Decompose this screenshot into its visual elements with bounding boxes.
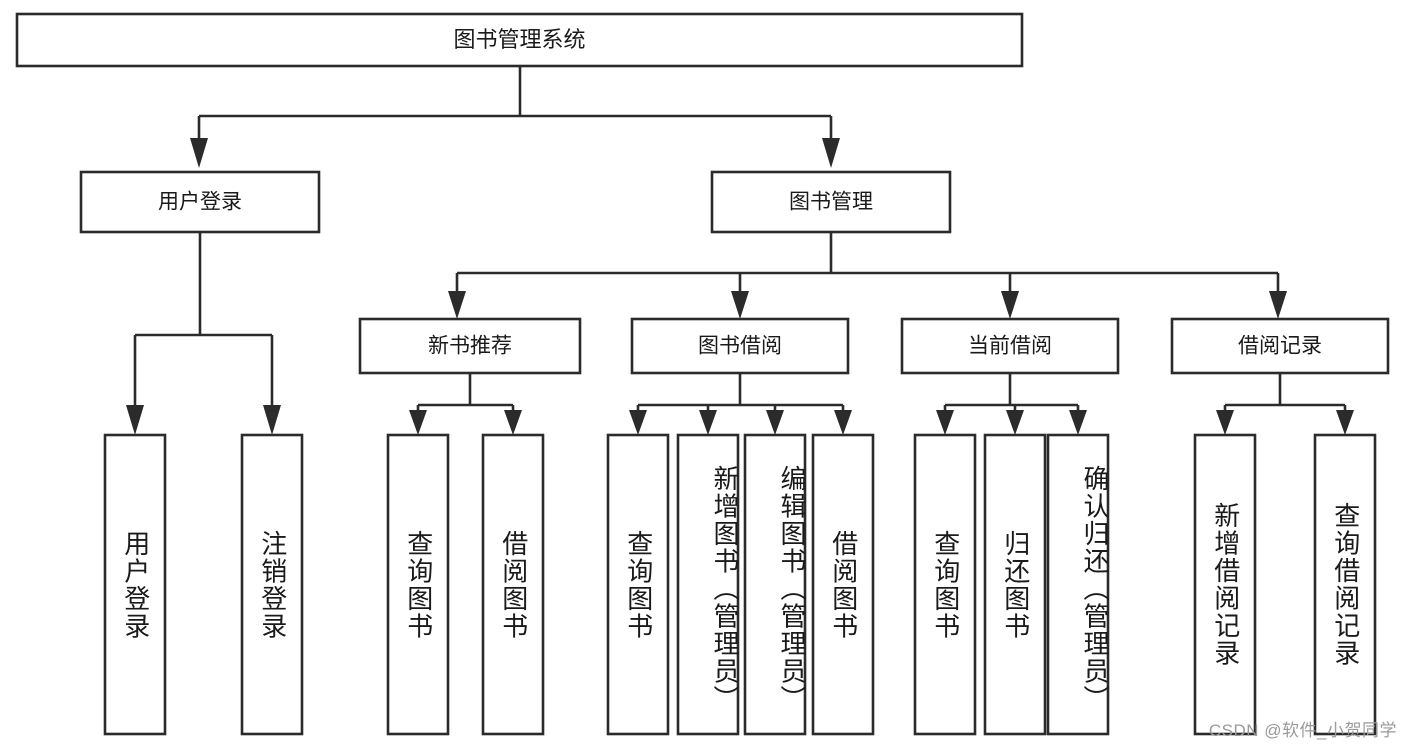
node-new-book-recommend-box: [358, 317, 582, 375]
node-new-book-recommend[interactable]: 新书推荐: [358, 317, 582, 375]
node-root[interactable]: 图书管理系统: [15, 12, 1024, 68]
node-book-borrow[interactable]: 图书借阅: [630, 317, 850, 375]
node-user-login-box: [79, 170, 321, 234]
leaf-box-add-borrow-record[interactable]: [1193, 433, 1257, 736]
connector-new-book-recommend-to-leaves: [409, 373, 522, 435]
leaf-box-query-book-recommend[interactable]: [386, 433, 450, 736]
connector-user-login-to-leaves: [126, 232, 281, 435]
connector-book-borrow-to-leaves: [629, 373, 852, 435]
leaf-box-borrow-book-recommend[interactable]: [481, 433, 545, 736]
node-root-label: 图书管理系统: [453, 27, 585, 52]
node-user-login[interactable]: 用户登录: [79, 170, 321, 234]
node-new-book-recommend-label: 新书推荐: [428, 335, 512, 358]
node-current-borrow-box: [900, 317, 1120, 375]
node-book-management-label: 图书管理: [789, 191, 873, 214]
connector-borrow-record-to-leaves: [1216, 373, 1354, 435]
connector-book-management-to-level2: [448, 232, 1287, 319]
leaf-box-edit-book-admin[interactable]: [743, 433, 807, 736]
watermark-text: CSDN @软件_小贺同学: [1208, 721, 1397, 740]
node-borrow-record[interactable]: 借阅记录: [1170, 317, 1390, 375]
leaf-box-query-book-current[interactable]: [913, 433, 977, 736]
leaf-box-add-book-admin[interactable]: [676, 433, 740, 736]
connector-root-to-level1: [190, 66, 840, 168]
connector-current-borrow-to-leaves: [936, 373, 1087, 435]
node-current-borrow-label: 当前借阅: [968, 335, 1052, 358]
leaf-box-logout[interactable]: [240, 433, 304, 736]
leaf-box-user-login[interactable]: [103, 433, 167, 736]
node-root-box: [15, 12, 1024, 68]
leaf-box-return-book[interactable]: [983, 433, 1047, 736]
node-current-borrow[interactable]: 当前借阅: [900, 317, 1120, 375]
leaf-box-confirm-return-admin[interactable]: [1046, 433, 1110, 736]
node-borrow-record-label: 借阅记录: [1238, 335, 1322, 358]
leaf-box-query-book-borrow[interactable]: [606, 433, 670, 736]
node-user-login-label: 用户登录: [158, 191, 242, 214]
leaf-box-query-borrow-record[interactable]: [1313, 433, 1377, 736]
node-book-borrow-label: 图书借阅: [698, 335, 782, 358]
leaf-box-borrow-book[interactable]: [811, 433, 875, 736]
node-book-management[interactable]: 图书管理: [710, 170, 952, 234]
